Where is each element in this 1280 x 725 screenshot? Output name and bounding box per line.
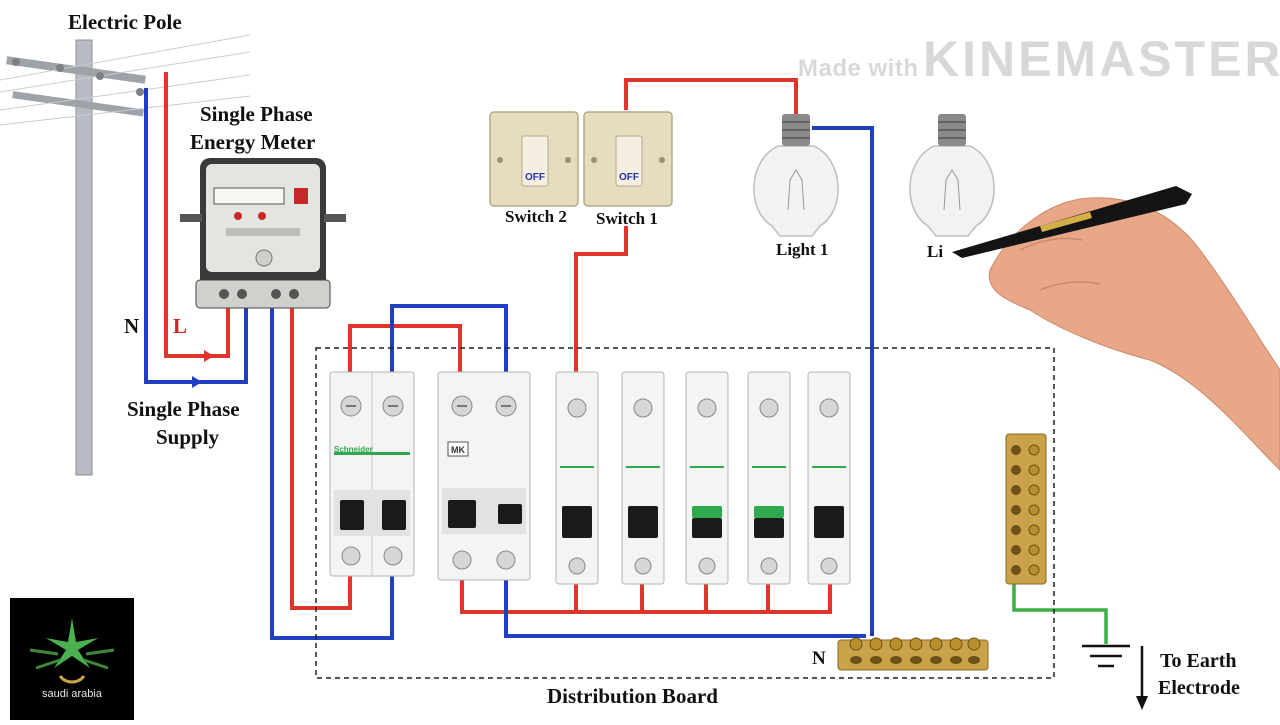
supply-label-line2: Supply	[156, 425, 220, 449]
distribution-board-label: Distribution Board	[547, 684, 718, 708]
sp-mcb-5	[807, 371, 851, 585]
energy-meter-label-line1: Single Phase	[200, 102, 313, 126]
kinemaster-watermark: Made with KINEMASTER	[798, 30, 1280, 88]
mcb-to-switch1-live	[574, 226, 628, 378]
earth-label-line1: To Earth	[1160, 650, 1237, 672]
palm-emblem-icon	[29, 618, 115, 684]
channel-logo: saudi arabia	[10, 598, 134, 720]
sp-mcb-3	[685, 371, 729, 585]
switch-2-state: OFF	[525, 172, 545, 183]
sp-mcbs	[555, 371, 851, 585]
earth-label-line2: Electrode	[1158, 677, 1240, 699]
sp-mcb-1	[555, 371, 599, 585]
switch1-to-light1-live	[624, 78, 798, 118]
supply-live-wire	[164, 72, 230, 358]
sp-mcb-2	[621, 371, 665, 585]
main-to-rccb-wires	[348, 304, 508, 378]
switch-2	[489, 111, 579, 207]
meter-neutral-out-wire	[270, 300, 394, 640]
distribution-board-outline	[315, 347, 1055, 679]
light-bulb-1	[753, 114, 839, 237]
neutral-label: N	[124, 314, 140, 338]
neutral-busbar-wire	[504, 572, 866, 638]
light-2-label-partial: Li	[927, 242, 944, 261]
main-dp-mcb: Schneider	[329, 371, 415, 577]
logo-caption: saudi arabia	[42, 688, 102, 700]
live-busbar-wire	[460, 572, 832, 614]
switch-2-label: Switch 2	[505, 207, 567, 226]
electric-pole-label: Electric Pole	[68, 10, 182, 34]
earth-arrow-head	[1136, 696, 1148, 710]
switch-1-label: Switch 1	[596, 209, 658, 228]
meter-live-out-wire	[290, 300, 352, 610]
board-neutral-label: N	[812, 648, 826, 669]
hand-with-pen-illustration	[952, 186, 1280, 471]
light-circuit-wires	[574, 78, 874, 636]
switch-1	[583, 111, 673, 207]
light-1-label: Light 1	[776, 240, 829, 259]
supply-label-line1: Single Phase	[127, 397, 240, 421]
watermark-big-text: KINEMASTER	[922, 31, 1280, 87]
mcb-to-rccb-neutral	[390, 304, 508, 378]
watermark-small-text: Made with	[798, 55, 919, 82]
energy-meter-label-line2: Energy Meter	[190, 130, 316, 154]
energy-meter	[180, 158, 346, 309]
electric-pole	[0, 34, 251, 476]
svg-text:MK: MK	[451, 445, 465, 455]
light-bulb-2	[909, 114, 995, 237]
light1-neutral-return	[812, 126, 874, 636]
switch-1-state: OFF	[619, 172, 639, 183]
supply-wires	[144, 72, 394, 640]
mcb-to-rccb-live	[348, 324, 462, 378]
svg-text:Schneider: Schneider	[334, 445, 373, 454]
neutral-busbar	[837, 637, 989, 671]
earth-wire	[1012, 572, 1148, 710]
earth-busbar	[1005, 433, 1047, 585]
sp-mcb-4	[747, 371, 791, 585]
supply-arrows	[192, 350, 214, 388]
live-label: L	[173, 314, 188, 338]
rccb: MK	[437, 371, 531, 581]
